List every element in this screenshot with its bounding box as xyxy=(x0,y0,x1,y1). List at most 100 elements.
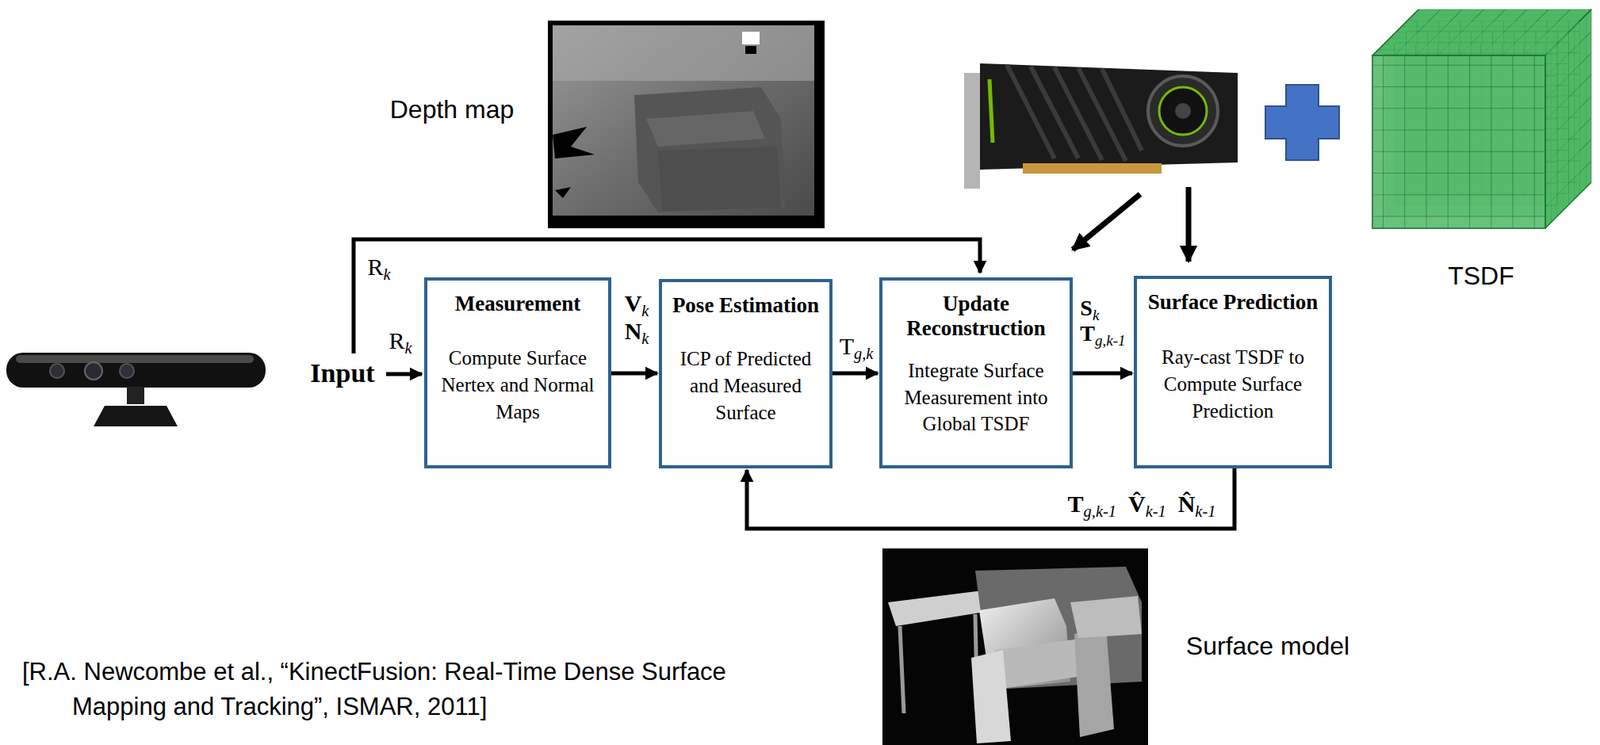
plus-symbol-part xyxy=(1265,84,1340,161)
image-caption: TSDF xyxy=(1447,261,1515,291)
kinect-sensor-image xyxy=(6,352,266,427)
gpu-arrows-part xyxy=(1186,187,1192,262)
flow-arrow xyxy=(611,371,658,376)
kinect-sensor-image-part xyxy=(6,352,266,388)
kinect-sensor-image-part xyxy=(15,355,254,364)
gpu-card-image-part xyxy=(1148,76,1218,146)
symbol-letter: N̂ xyxy=(1178,490,1196,517)
gpu-card-image-part xyxy=(964,72,980,189)
flow-arrow xyxy=(832,371,878,376)
edge-label: Sk Tg,k-1 xyxy=(1079,295,1126,347)
depth-map-image-part xyxy=(555,187,571,199)
depth-map-image-part xyxy=(646,111,766,147)
math-symbol: Tg,k-1 xyxy=(1067,490,1117,519)
surface-model-image-part xyxy=(1074,626,1114,738)
gpu-arrows xyxy=(1072,187,1189,262)
process-box: Update ReconstructionIntegrate Surface M… xyxy=(879,277,1073,469)
box-title: Pose Estimation xyxy=(672,293,820,318)
math-symbol: Sk xyxy=(1079,295,1126,322)
box-body-area: Ray-cast TSDF to Compute Surface Predict… xyxy=(1143,314,1323,455)
depth-map-image-part xyxy=(547,20,825,229)
box-body-area: Integrate Surface Measurement into Globa… xyxy=(888,340,1064,455)
depth-map-image xyxy=(547,20,825,229)
symbol-letter: T xyxy=(839,333,854,360)
surface-model-image-part xyxy=(971,650,1011,744)
math-symbol: Rk xyxy=(388,327,412,356)
math-symbol: Rk xyxy=(367,253,391,282)
signal-name: Rk xyxy=(388,327,412,356)
depth-map-image-part xyxy=(552,25,815,216)
box-title: Measurement xyxy=(455,291,581,317)
symbol-subscript: k xyxy=(641,302,649,320)
plus-symbol xyxy=(1265,84,1340,161)
symbol-subscript: k xyxy=(641,329,649,347)
image-caption: Depth map xyxy=(390,95,515,125)
surface-model-image-part xyxy=(1070,596,1142,639)
image-caption: Surface model xyxy=(1186,631,1350,662)
symbol-subscript: k xyxy=(382,265,391,284)
depth-map-image-part xyxy=(634,87,785,213)
process-box: Surface PredictionRay-cast TSDF to Compu… xyxy=(1133,275,1333,469)
symbol-letter: N xyxy=(624,317,643,344)
kinect-sensor-image-part xyxy=(49,363,65,379)
gpu-card-image-part xyxy=(1006,65,1142,161)
symbol-letter: V xyxy=(624,290,643,317)
symbol-subscript: k-1 xyxy=(1145,502,1167,521)
gpu-card-image-part xyxy=(1159,87,1207,135)
math-symbol: Tg,k xyxy=(839,333,874,361)
box-title: Update Reconstruction xyxy=(888,291,1064,341)
gpu-card-image-part xyxy=(1022,163,1162,174)
symbol-subscript: k xyxy=(1092,306,1099,324)
box-body-area: Compute Surface Nertex and Normal Maps xyxy=(433,316,602,455)
box-body-area: ICP of Predicted and Measured Surface xyxy=(668,317,823,455)
kinect-sensor-image-part xyxy=(126,386,145,405)
surface-model-image xyxy=(882,548,1149,745)
surface-model-image-part xyxy=(899,614,977,714)
process-box: MeasurementCompute Surface Nertex and No… xyxy=(424,277,612,469)
box-body: ICP of Predicted and Measured Surface xyxy=(668,345,823,426)
symbol-subscript: g,k-1 xyxy=(1083,502,1117,521)
depth-map-image-part xyxy=(552,126,595,159)
edge-label: Vk Nk xyxy=(624,290,650,345)
symbol-letter: T xyxy=(1067,490,1084,517)
symbol-letter: V̂ xyxy=(1128,490,1146,517)
tsdf-voxel-cube xyxy=(1372,9,1592,229)
citation-note: [R.A. Newcombe et al., “KinectFusion: Re… xyxy=(22,654,786,725)
box-body: Ray-cast TSDF to Compute Surface Predict… xyxy=(1143,344,1323,425)
kinect-sensor-image-part xyxy=(119,363,134,379)
math-symbol: N̂k-1 xyxy=(1178,490,1217,519)
gpu-card-image-part xyxy=(989,79,993,143)
box-body: Compute Surface Nertex and Normal Maps xyxy=(433,344,602,425)
kinect-sensor-image-part xyxy=(84,362,103,380)
math-symbol: V̂k-1 xyxy=(1128,490,1167,519)
flow-arrow xyxy=(1072,371,1133,376)
flow-arrow xyxy=(746,468,1235,529)
depth-map-image-part xyxy=(658,146,781,211)
input-label: Input xyxy=(310,358,375,389)
symbol-letter: R xyxy=(367,253,383,280)
edge-label: Tg,k xyxy=(839,333,874,361)
symbol-letter: T xyxy=(1079,321,1095,346)
math-symbol: Nk xyxy=(624,317,650,345)
symbol-letter: S xyxy=(1079,295,1093,321)
signal-name: Rk xyxy=(367,253,391,282)
depth-map-image-part xyxy=(552,25,815,81)
gpu-card-image-part xyxy=(1175,103,1191,119)
depth-map-image-part xyxy=(745,45,757,54)
symbol-subscript: g,k xyxy=(853,344,873,363)
process-box: Pose EstimationICP of Predicted and Meas… xyxy=(658,279,833,469)
gpu-arrows-part xyxy=(1072,194,1141,250)
math-symbol: Tg,k-1 xyxy=(1079,321,1126,347)
gpu-card-image-part xyxy=(979,63,1238,170)
symbol-subscript: k xyxy=(404,339,412,357)
symbol-subscript: k-1 xyxy=(1194,502,1216,521)
surface-model-image-part xyxy=(882,548,1149,745)
symbol-subscript: g,k-1 xyxy=(1094,332,1126,349)
box-body: Integrate Surface Measurement into Globa… xyxy=(888,357,1064,438)
input-leader-lines-part xyxy=(386,372,422,377)
tsdf-voxel-cube-part xyxy=(1372,55,1546,229)
symbol-letter: R xyxy=(388,327,405,354)
kinect-sensor-image-part xyxy=(93,405,178,427)
box-title: Surface Prediction xyxy=(1148,290,1319,315)
